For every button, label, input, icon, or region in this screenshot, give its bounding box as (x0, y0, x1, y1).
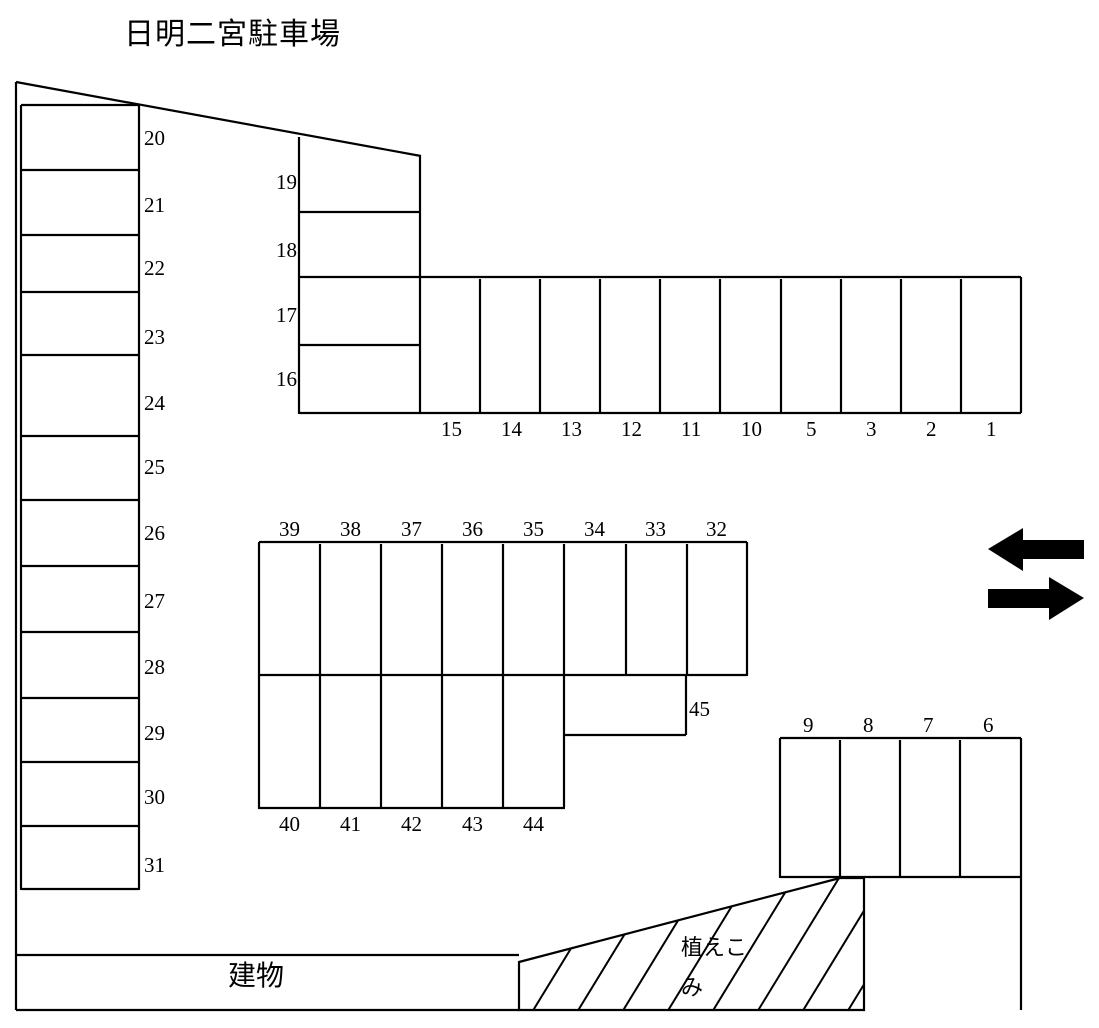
building-label: 建物 (228, 959, 285, 992)
stall-label-39: 39 (279, 517, 300, 541)
plant-bed-label-line2: み (681, 976, 704, 1001)
stall-label-25: 25 (144, 455, 165, 479)
stall-label-28: 28 (144, 655, 165, 679)
stall-label-30: 30 (144, 785, 165, 809)
stall-label-12: 12 (621, 417, 642, 441)
stall-label-36: 36 (462, 517, 483, 541)
stall-label-1: 1 (986, 417, 997, 441)
stall-label-6: 6 (983, 713, 994, 737)
stall-label-20: 20 (144, 126, 165, 150)
stall-label-10: 10 (741, 417, 762, 441)
stall-label-18: 18 (276, 238, 297, 262)
top-diagonal-boundary (15, 80, 422, 158)
stall-label-42: 42 (401, 812, 422, 836)
stall-label-29: 29 (144, 721, 165, 745)
stall-label-26: 26 (144, 521, 165, 545)
stall-label-22: 22 (144, 256, 165, 280)
stall-label-27: 27 (144, 589, 165, 613)
stall-label-37: 37 (401, 517, 422, 541)
stall-label-40: 40 (279, 812, 300, 836)
stall-label-34: 34 (584, 517, 605, 541)
stall-label-33: 33 (645, 517, 666, 541)
stall-label-17: 17 (276, 303, 297, 327)
stall-label-15: 15 (441, 417, 462, 441)
stall-label-9: 9 (803, 713, 814, 737)
stall-label-14: 14 (501, 417, 522, 441)
stall-label-43: 43 (462, 812, 483, 836)
stall-label-44: 44 (523, 812, 544, 836)
arrow-left-icon (988, 528, 1084, 571)
stall-label-7: 7 (923, 713, 934, 737)
arrow-right-icon (988, 577, 1084, 620)
page-title: 日明二宮駐車場 (124, 17, 341, 52)
stall-label-32: 32 (706, 517, 727, 541)
stall-label-24: 24 (144, 391, 165, 415)
plant-bed-label-line1: 植えこ (681, 936, 748, 961)
stall-label-3: 3 (866, 417, 877, 441)
stall-label-31: 31 (144, 853, 165, 877)
stall-label-38: 38 (340, 517, 361, 541)
stall-label-35: 35 (523, 517, 544, 541)
stall-label-16: 16 (276, 367, 297, 391)
stall-label-8: 8 (863, 713, 874, 737)
stall-label-41: 41 (340, 812, 361, 836)
stall-label-19: 19 (276, 170, 297, 194)
stall-label-21: 21 (144, 193, 165, 217)
stall-label-23: 23 (144, 325, 165, 349)
stall-label-13: 13 (561, 417, 582, 441)
direction-arrows (988, 528, 1084, 620)
stall-label-45: 45 (689, 697, 710, 721)
stall-label-2: 2 (926, 417, 937, 441)
stall-label-5: 5 (806, 417, 817, 441)
stall-label-11: 11 (681, 417, 702, 441)
